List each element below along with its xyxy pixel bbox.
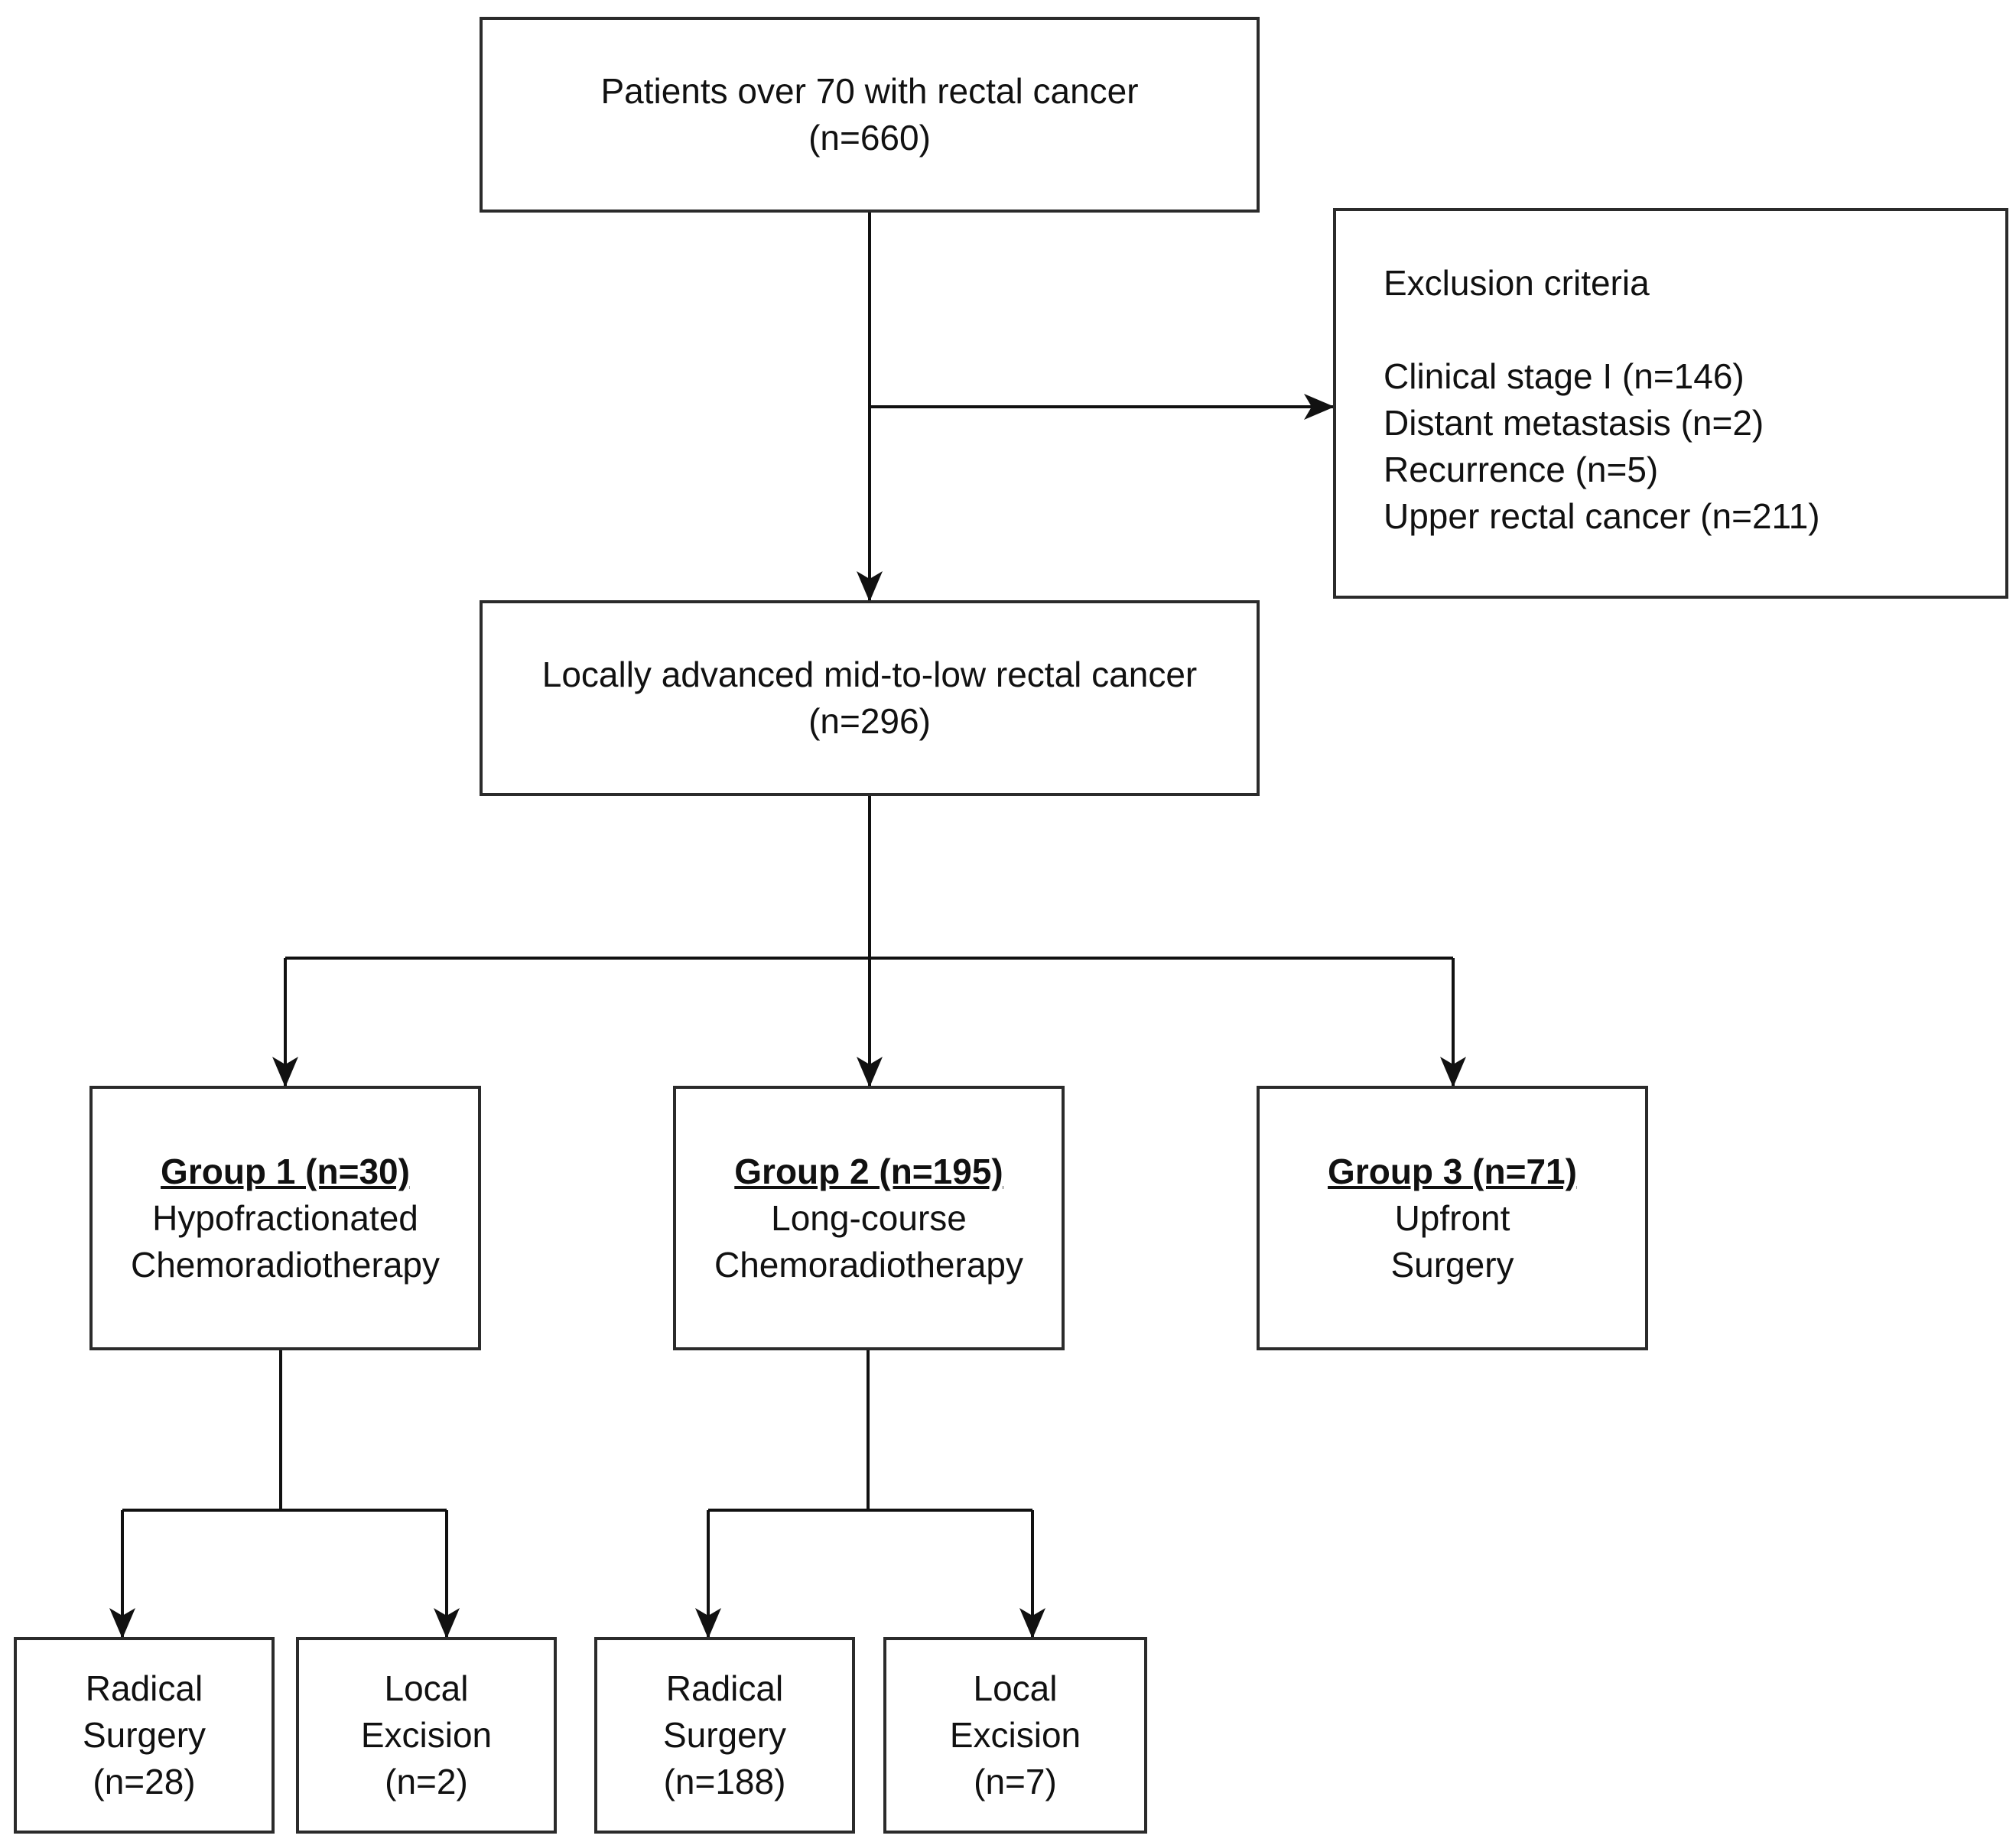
g1-local-line1: Local [384, 1668, 469, 1708]
g1-radical-box: Radical Surgery (n=28) [14, 1637, 275, 1834]
g1-local-line2: Excision [360, 1715, 493, 1755]
group3-box: Group 3 (n=71) Upfront Surgery [1257, 1086, 1648, 1350]
group2-line2: Chemoradiotherapy [714, 1244, 1023, 1285]
exclusion-item: Clinical stage I (n=146) [1384, 356, 1744, 396]
group1-line1: Hypofractionated [152, 1197, 418, 1238]
group3-line1: Upfront [1394, 1197, 1510, 1238]
patients-count: (n=660) [808, 118, 931, 158]
g2-radical-line2: Surgery [662, 1715, 787, 1755]
exclusion-item: Distant metastasis (n=2) [1384, 403, 1764, 443]
g2-radical-box: Radical Surgery (n=188) [594, 1637, 855, 1834]
group3-line2: Surgery [1390, 1244, 1514, 1285]
g2-radical-line1: Radical [665, 1668, 784, 1708]
group2-line1: Long-course [771, 1197, 967, 1238]
advanced-label: Locally advanced mid-to-low rectal cance… [541, 655, 1198, 694]
g1-radical-line2: Surgery [82, 1715, 206, 1755]
g2-radical-count: (n=188) [663, 1762, 786, 1801]
g2-local-line2: Excision [949, 1715, 1081, 1755]
patients-box: Patients over 70 with rectal cancer (n=6… [480, 17, 1260, 213]
group2-box: Group 2 (n=195) Long-course Chemoradioth… [673, 1086, 1065, 1350]
group3-title: Group 3 (n=71) [1328, 1151, 1577, 1191]
g1-local-box: Local Excision (n=2) [296, 1637, 557, 1834]
g2-local-line1: Local [973, 1668, 1058, 1708]
advanced-box: Locally advanced mid-to-low rectal cance… [480, 600, 1260, 796]
g1-radical-count: (n=28) [93, 1762, 196, 1801]
g1-radical-line1: Radical [85, 1668, 203, 1708]
exclusion-box: Exclusion criteria Clinical stage I (n=1… [1333, 208, 2008, 599]
g1-local-count: (n=2) [385, 1762, 468, 1801]
group2-title: Group 2 (n=195) [734, 1151, 1003, 1191]
group1-title: Group 1 (n=30) [161, 1151, 410, 1191]
exclusion-item: Recurrence (n=5) [1384, 450, 1659, 489]
group1-box: Group 1 (n=30) Hypofractionated Chemorad… [89, 1086, 481, 1350]
g2-local-count: (n=7) [974, 1762, 1057, 1801]
patients-label: Patients over 70 with rectal cancer [600, 71, 1139, 111]
group1-line2: Chemoradiotherapy [130, 1244, 440, 1285]
g2-local-box: Local Excision (n=7) [883, 1637, 1147, 1834]
exclusion-title: Exclusion criteria [1384, 263, 1650, 303]
advanced-count: (n=296) [808, 701, 931, 741]
exclusion-item: Upper rectal cancer (n=211) [1384, 496, 1820, 536]
